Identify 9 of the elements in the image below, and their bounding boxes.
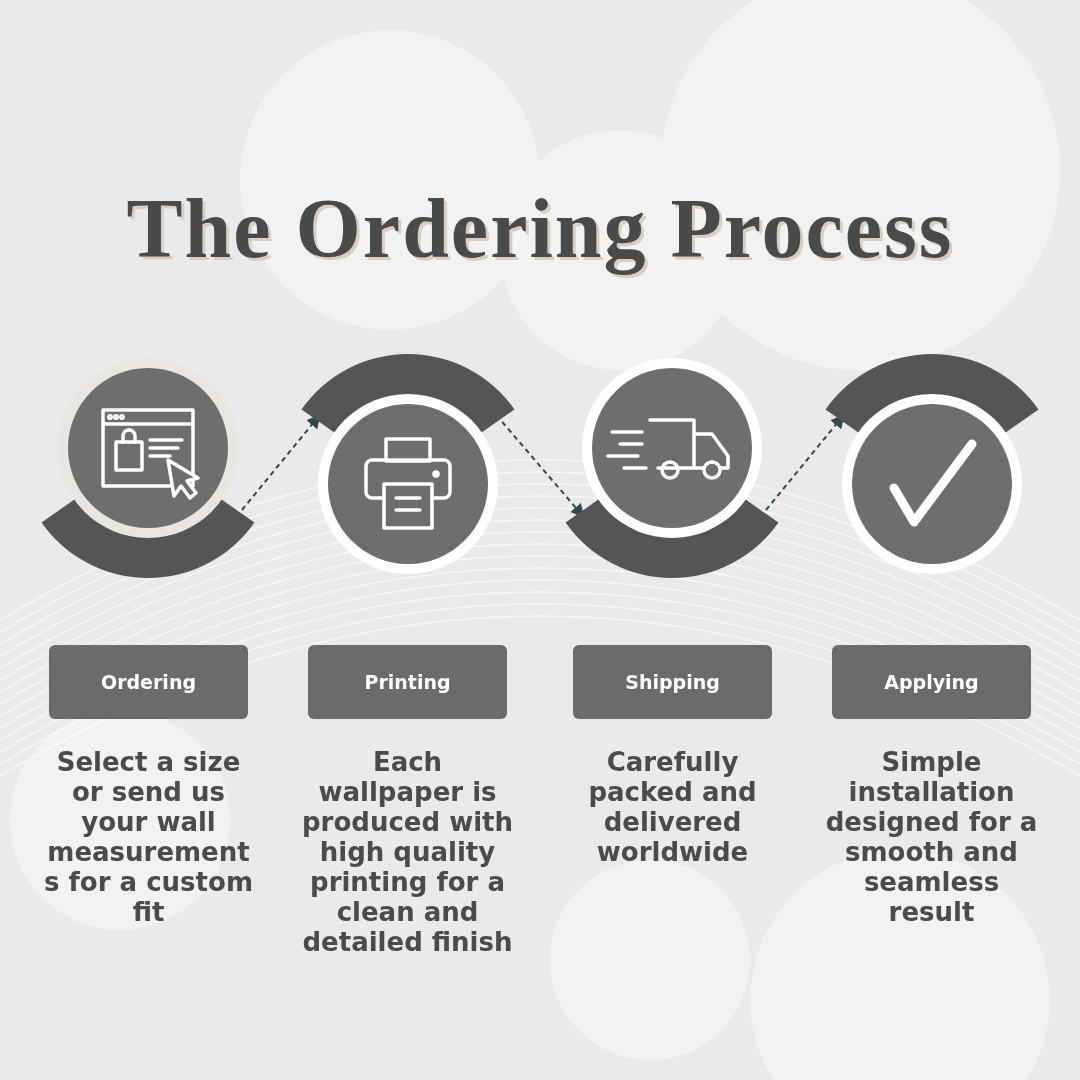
step-label: Applying	[832, 645, 1031, 719]
step-description: Each wallpaper is produced with high quality printing for a clean and detailed finish	[301, 747, 514, 957]
step-label: Printing	[308, 645, 507, 719]
step-label: Ordering	[49, 645, 248, 719]
step-label: Shipping	[573, 645, 772, 719]
title: The Ordering Process	[125, 181, 955, 277]
step-description: Select a size or send us your wall measurements for a custom fit	[43, 747, 254, 927]
step-description: Carefully packed and delivered worldwide	[587, 747, 758, 867]
step-description: Simple installation designed for a smooth and seamless result	[824, 747, 1039, 927]
